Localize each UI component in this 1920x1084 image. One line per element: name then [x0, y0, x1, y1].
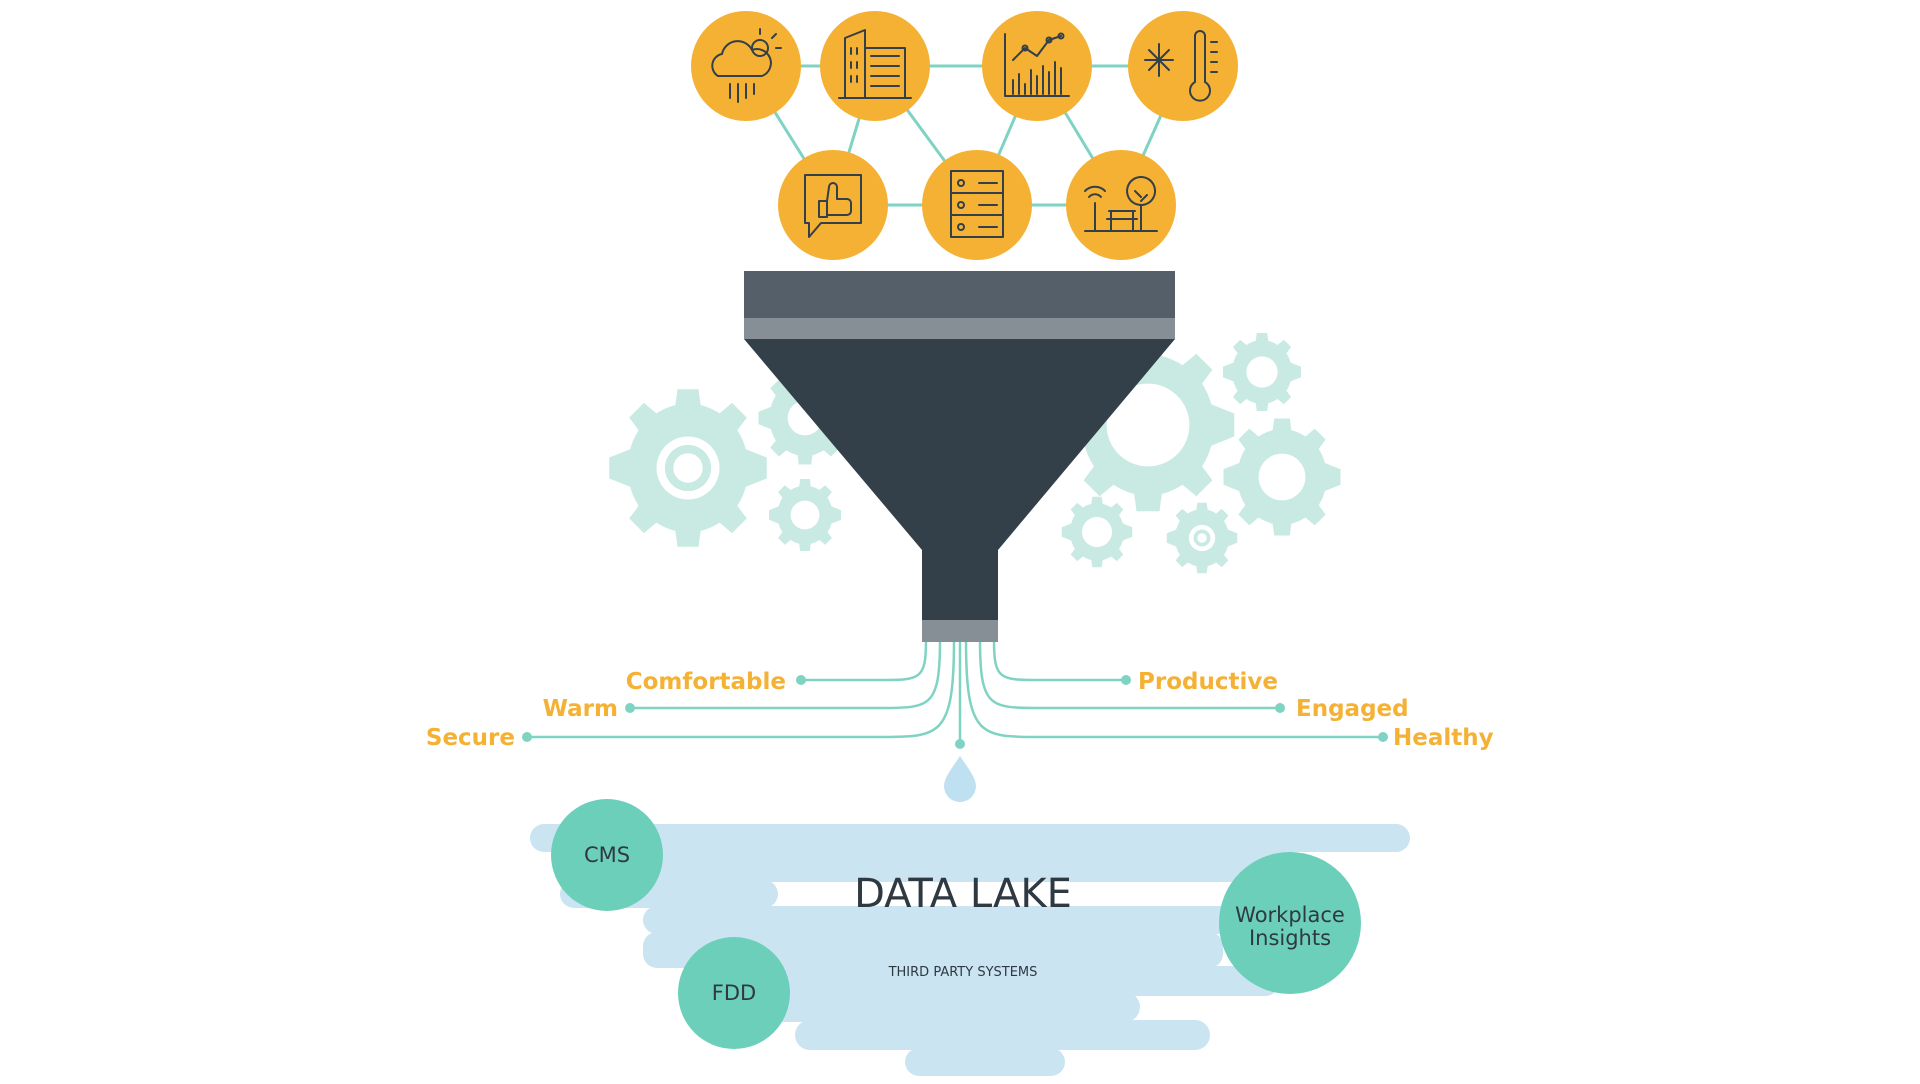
chart-icon	[982, 11, 1092, 121]
temperature-icon	[1128, 11, 1238, 121]
system-cms: CMS	[551, 799, 663, 911]
outcome-label-warm: Warm	[543, 696, 618, 722]
data-sources	[691, 11, 1238, 260]
lake-subtitle: THIRD PARTY SYSTEMS	[888, 965, 1038, 980]
gear-icon	[1166, 502, 1238, 574]
outdoor-sensor-icon	[1066, 150, 1176, 260]
gear-icon	[1223, 333, 1301, 411]
gear-icon	[1223, 418, 1341, 536]
system-workplace-insights: Workplace Insights	[1219, 852, 1361, 994]
outcome-label-healthy: Healthy	[1393, 725, 1494, 751]
connector-endpoints	[522, 675, 1388, 749]
droplet-icon	[944, 756, 976, 802]
data-lake	[530, 824, 1410, 1076]
building-icon	[820, 11, 930, 121]
system-workplace-label-line2: Insights	[1249, 926, 1331, 950]
outcome-label-secure: Secure	[426, 725, 515, 751]
server-icon	[922, 150, 1032, 260]
outcome-connectors	[527, 639, 1383, 744]
weather-icon	[691, 11, 801, 121]
outcome-label-comfortable: Comfortable	[626, 669, 786, 695]
system-fdd: FDD	[678, 937, 790, 1049]
outcome-labels: Comfortable Warm Secure Productive Engag…	[426, 669, 1494, 751]
system-workplace-label-line1: Workplace	[1235, 903, 1345, 927]
outcome-label-productive: Productive	[1138, 669, 1278, 695]
outcome-label-engaged: Engaged	[1296, 696, 1409, 722]
gear-icon	[1061, 338, 1235, 512]
gear-icon	[609, 389, 767, 547]
gear-icon	[1061, 496, 1133, 568]
lake-title: DATA LAKE	[854, 871, 1072, 917]
gear-icon	[769, 479, 841, 551]
system-cms-label: CMS	[584, 843, 630, 867]
funnel	[744, 271, 1175, 642]
gears	[609, 333, 1341, 574]
feedback-icon	[778, 150, 888, 260]
system-fdd-label: FDD	[712, 981, 756, 1005]
